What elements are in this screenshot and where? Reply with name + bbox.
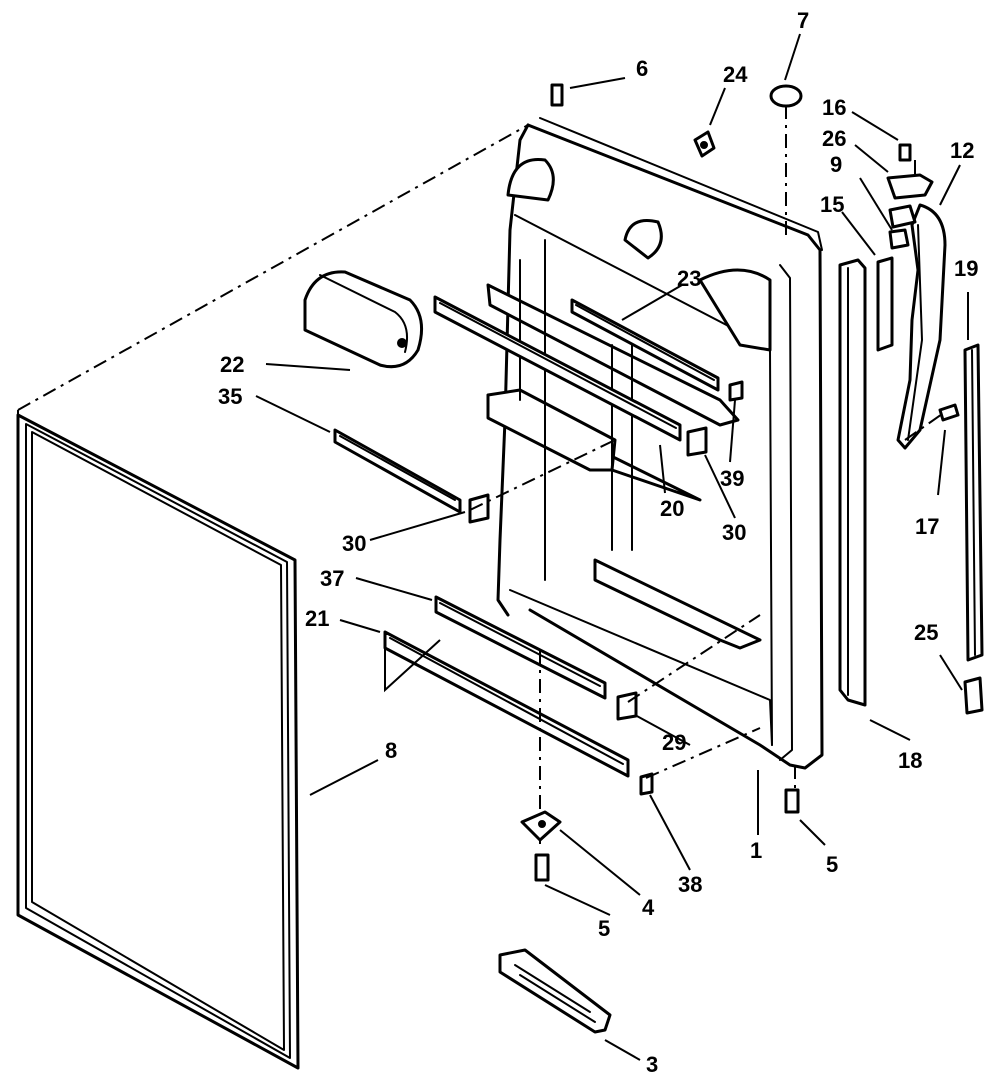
upper-clip — [728, 380, 744, 402]
callout-17: 17 — [915, 514, 939, 539]
shelf-bar — [433, 295, 682, 442]
callout-5-left: 5 — [598, 916, 610, 941]
handle-cap — [886, 173, 934, 200]
alignment-lines — [469, 105, 946, 850]
door-stop — [693, 130, 716, 158]
shelf-end-lower — [616, 691, 638, 721]
handle-bracket — [888, 204, 917, 250]
callout-20: 20 — [660, 496, 684, 521]
door-trim — [838, 258, 867, 707]
callout-39: 39 — [720, 466, 744, 491]
callout-22: 22 — [220, 352, 244, 377]
callout-30-left: 30 — [342, 531, 366, 556]
end-cap — [963, 676, 984, 715]
door-gasket — [16, 413, 300, 1070]
callout-21: 21 — [305, 606, 329, 631]
top-screw — [550, 83, 564, 107]
spacer — [876, 256, 894, 352]
handle-trim — [963, 343, 984, 662]
callout-25: 25 — [914, 620, 938, 645]
callout-38: 38 — [678, 872, 702, 897]
callout-9: 9 — [830, 152, 842, 177]
callout-29: 29 — [662, 730, 686, 755]
callout-35: 35 — [218, 384, 242, 409]
screw — [534, 788, 800, 882]
callout-23: 23 — [677, 266, 701, 291]
grille — [498, 948, 612, 1034]
callout-5-right: 5 — [826, 852, 838, 877]
plug — [769, 84, 803, 108]
leader-lines — [255, 33, 969, 1061]
upper-shelf-bar — [570, 298, 720, 392]
lower-bar — [434, 595, 607, 700]
door-liner — [486, 117, 824, 770]
callout-3: 3 — [646, 1052, 658, 1077]
rail-clip — [639, 772, 654, 796]
handle-screw — [898, 143, 912, 162]
dairy-door — [303, 270, 424, 369]
cabinet-outline — [17, 124, 529, 420]
callout-7: 7 — [797, 8, 809, 33]
callout-26: 26 — [822, 126, 846, 151]
callout-6: 6 — [636, 56, 648, 81]
shelf-rail — [383, 630, 630, 778]
callout-18: 18 — [898, 748, 922, 773]
bar-rail — [333, 428, 462, 514]
callout-37: 37 — [320, 566, 344, 591]
callout-24: 24 — [723, 62, 748, 87]
callout-8: 8 — [385, 738, 397, 763]
callout-12: 12 — [950, 138, 974, 163]
callout-16: 16 — [822, 95, 846, 120]
callout-19: 19 — [954, 256, 978, 281]
callout-4: 4 — [642, 895, 655, 920]
handle — [896, 203, 947, 450]
callout-labels: 6 7 24 16 26 9 12 15 19 23 22 35 39 20 1… — [218, 8, 978, 1077]
callout-30-right: 30 — [722, 520, 746, 545]
lower-hinge — [520, 810, 562, 842]
shelf-end — [468, 426, 708, 524]
callout-15: 15 — [820, 192, 844, 217]
callout-1: 1 — [750, 838, 762, 863]
trim-screw — [938, 403, 960, 422]
